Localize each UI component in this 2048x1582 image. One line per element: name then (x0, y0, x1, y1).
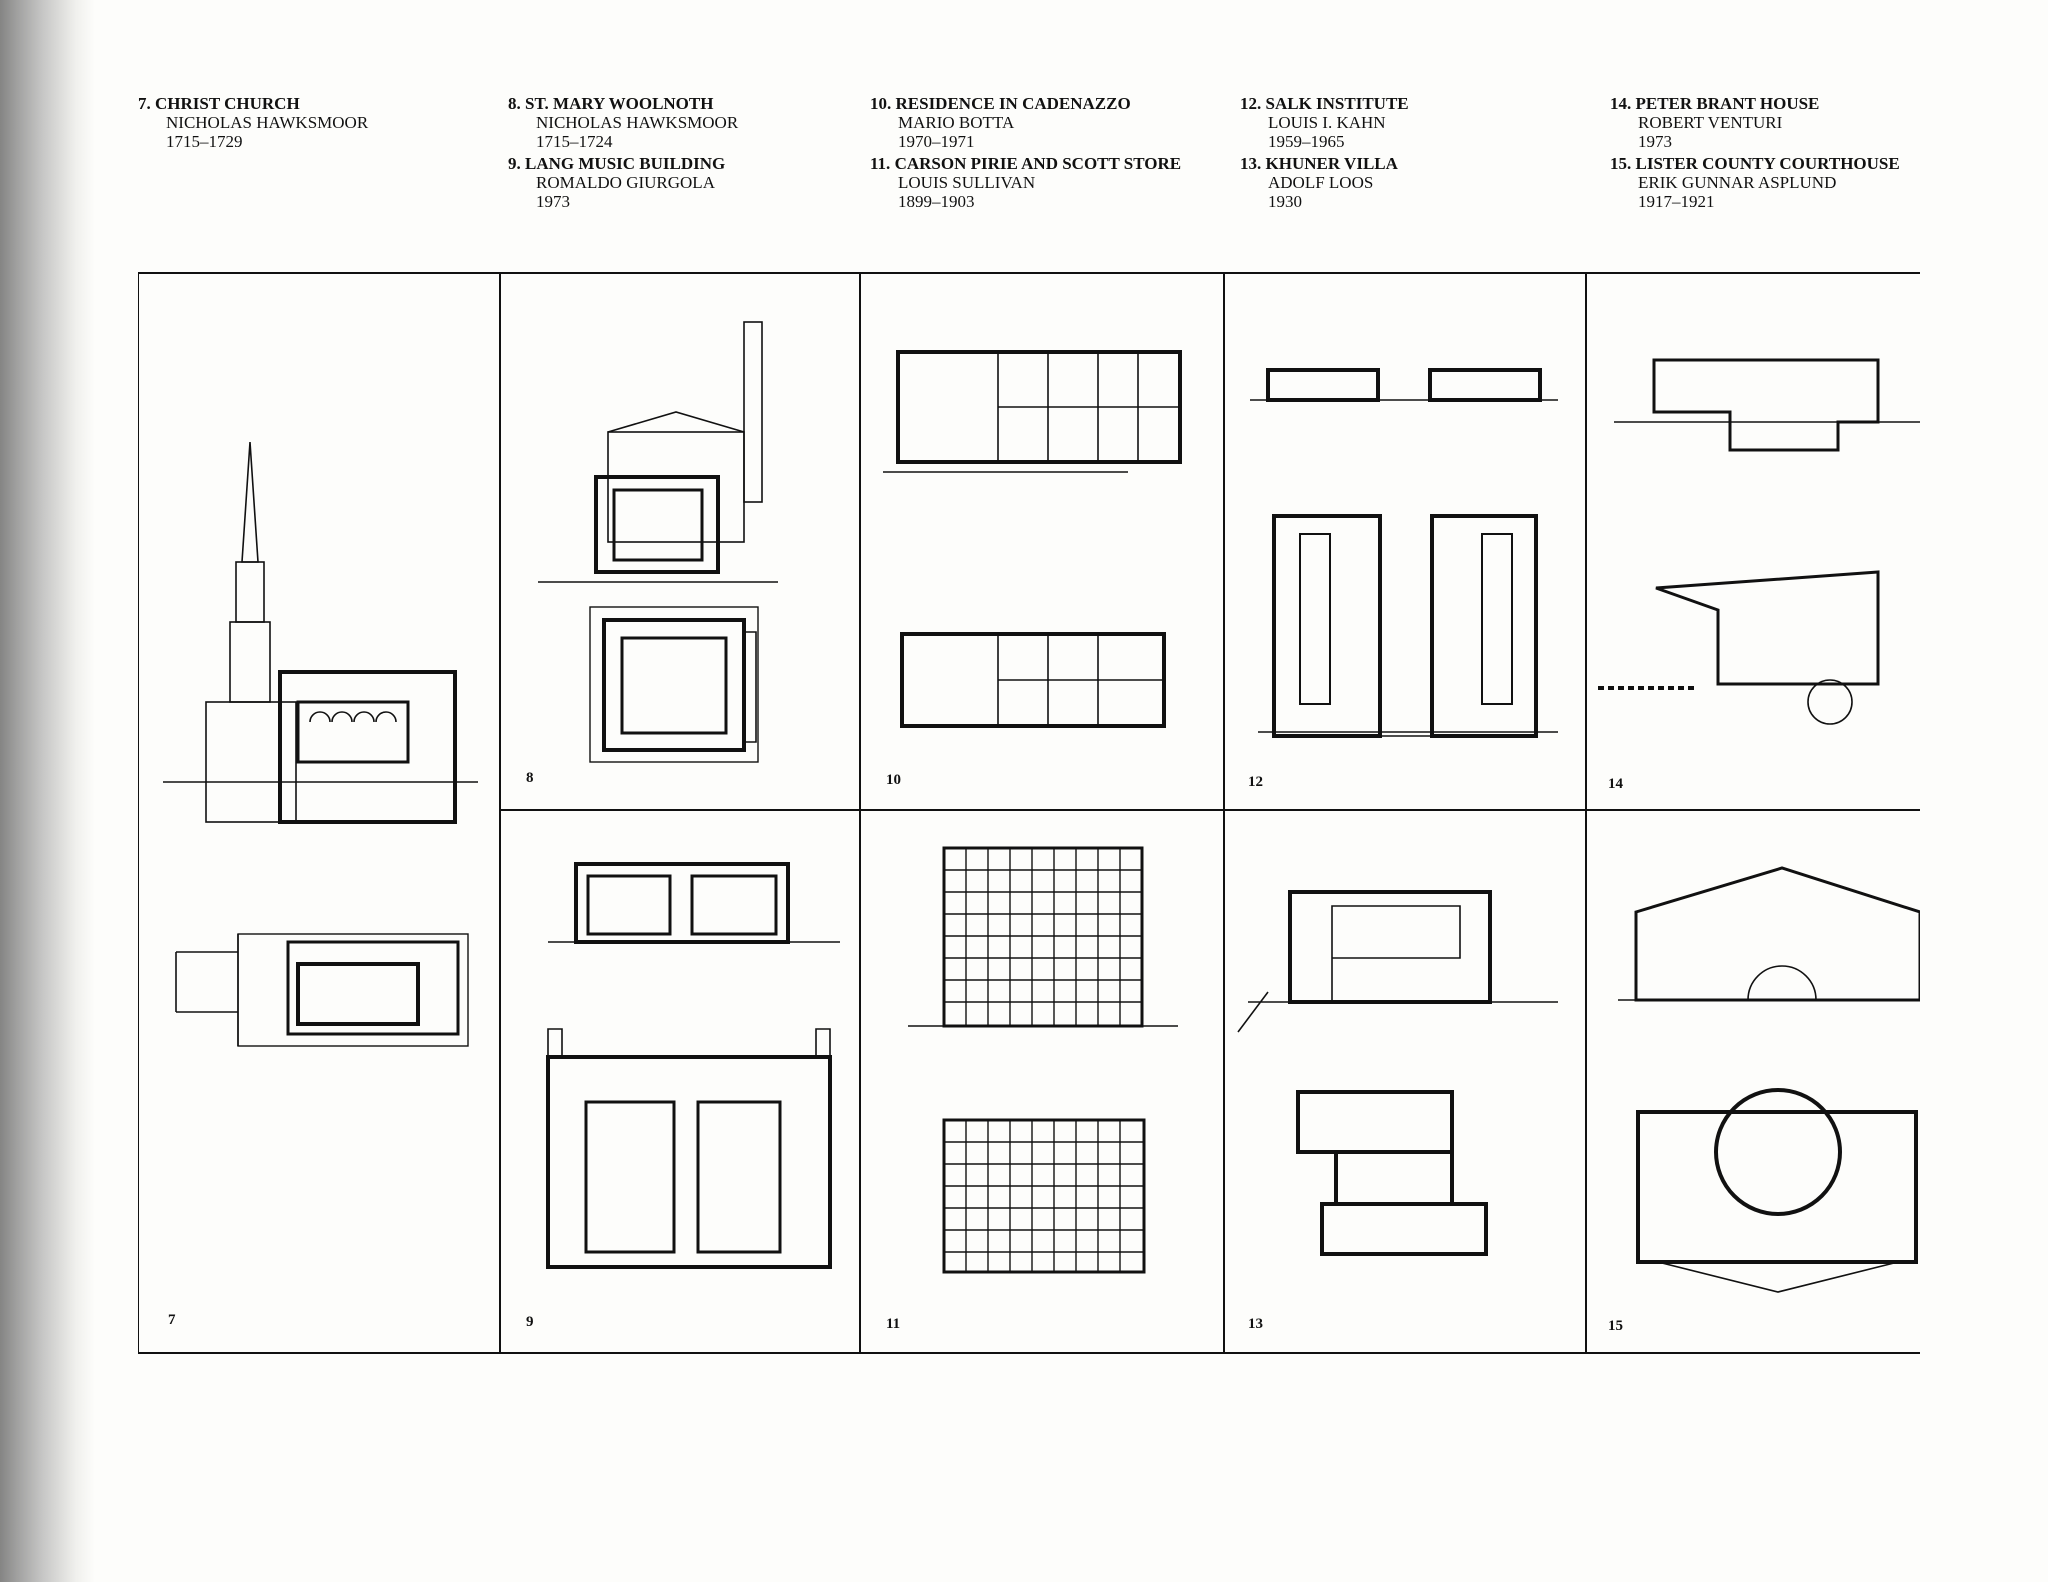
caption-8: 8. ST. MARY WOOLNOTH NICHOLAS HAWKSMOOR … (508, 94, 739, 151)
panel-number-13: 13 (1248, 1316, 1263, 1332)
panel-number-10: 10 (886, 772, 901, 788)
caption-12: 12. SALK INSTITUTE LOUIS I. KAHN 1959–19… (1240, 94, 1409, 151)
panel-number-12: 12 (1248, 774, 1263, 790)
panel-number-7: 7 (168, 1312, 176, 1328)
drawing-st-mary-woolnoth (538, 321, 778, 763)
panel-number-11: 11 (886, 1316, 901, 1332)
caption-11: 11. CARSON PIRIE AND SCOTT STORE LOUIS S… (870, 154, 1182, 211)
drawing-khuner-villa (1237, 890, 1558, 1256)
drawing-christ-church (163, 441, 478, 1047)
drawing-residence-cadenazzo (883, 350, 1182, 728)
scan-shadow-edge (0, 0, 95, 1582)
panel-number-9: 9 (526, 1314, 534, 1330)
caption-9: 9. LANG MUSIC BUILDING ROMALDO GIURGOLA … (508, 154, 726, 211)
caption-10: 10. RESIDENCE IN CADENAZZO MARIO BOTTA 1… (870, 94, 1131, 151)
caption-13: 13. KHUNER VILLA ADOLF LOOS 1930 (1240, 154, 1398, 211)
board-frame (138, 272, 1920, 1354)
panel-number-14: 14 (1608, 776, 1623, 792)
panel-number-15: 15 (1608, 1318, 1623, 1334)
drawing-salk-institute (1250, 368, 1558, 738)
caption-14: 14. PETER BRANT HOUSE ROBERT VENTURI 197… (1610, 94, 1820, 151)
caption-15: 15. LISTER COUNTY COURTHOUSE ERIK GUNNAR… (1610, 154, 1900, 211)
caption-7: 7. CHRIST CHURCH NICHOLAS HAWKSMOOR 1715… (138, 94, 369, 151)
drawing-peter-brant-house (1598, 358, 1920, 725)
drawing-lang-music-building (546, 862, 840, 1269)
drawing-carson-pirie-scott (908, 846, 1178, 1274)
drawings-board (138, 272, 1920, 1354)
panel-number-8: 8 (526, 770, 534, 786)
drawing-lister-county-courthouse (1618, 866, 1920, 1293)
